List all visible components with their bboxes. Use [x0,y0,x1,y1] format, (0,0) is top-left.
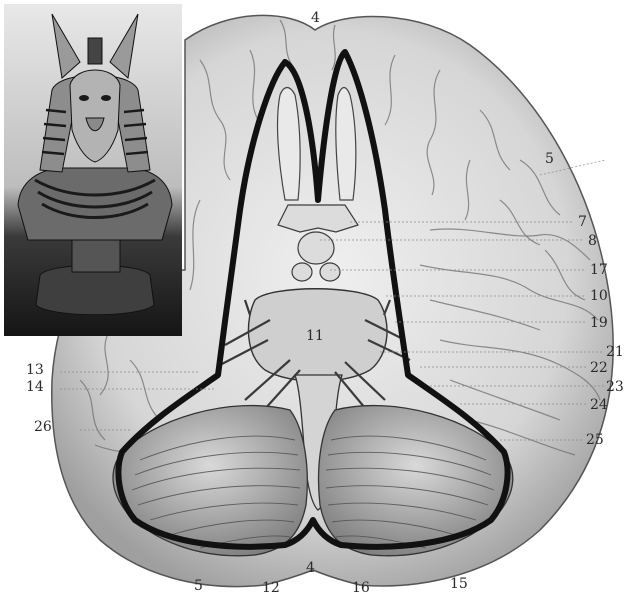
bust-eye-right [101,95,111,101]
label-26: 26 [34,419,52,435]
label-4-bottom: 4 [306,560,315,576]
label-4-top: 4 [311,10,320,26]
label-17: 17 [590,262,608,278]
label-14: 14 [26,379,44,395]
label-21: 21 [606,344,624,360]
label-22: 22 [590,360,608,376]
label-16: 16 [352,580,370,596]
label-23: 23 [606,379,624,395]
bust-pedestal [36,265,154,315]
label-24: 24 [590,397,608,413]
label-8: 8 [588,233,597,249]
label-19: 19 [590,315,608,331]
label-11: 11 [306,328,324,344]
bust-eye-left [79,95,89,101]
label-13: 13 [26,362,44,378]
label-15: 15 [450,576,468,592]
label-7: 7 [578,214,587,230]
label-12: 12 [262,580,280,596]
inset-photo [4,4,182,336]
label-25: 25 [586,432,604,448]
bust-crown [88,38,102,64]
bust-torso [18,168,172,240]
label-5-bottom: 5 [194,578,203,594]
label-5-right: 5 [545,151,554,167]
label-10: 10 [590,288,608,304]
